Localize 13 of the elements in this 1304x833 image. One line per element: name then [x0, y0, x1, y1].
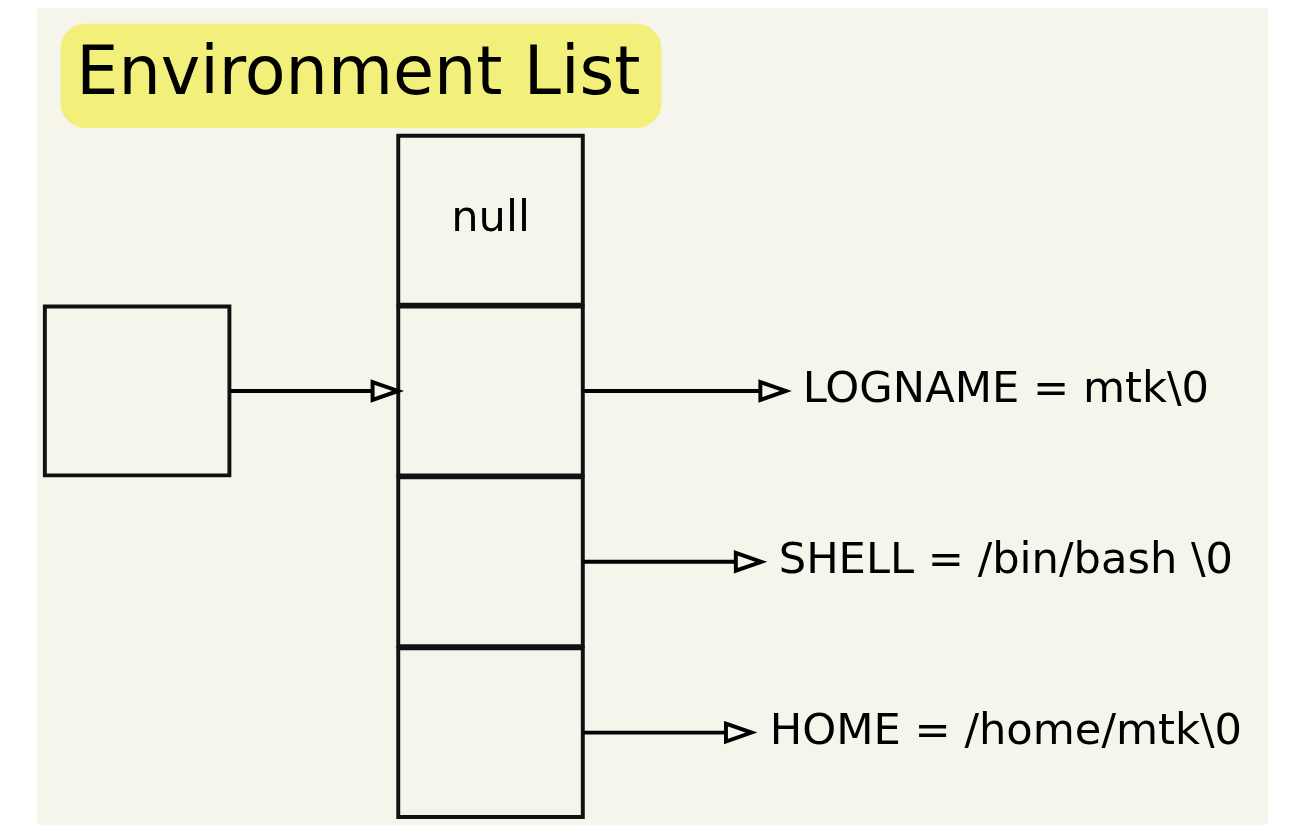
node-box	[395, 646, 585, 819]
node-text: LOGNAME = mtk\0	[802, 361, 1209, 412]
node-box	[395, 304, 585, 478]
arrow	[582, 379, 792, 403]
node-text: SHELL = /bin/bash \0	[778, 532, 1233, 583]
arrow	[582, 720, 757, 745]
node-box	[395, 475, 585, 649]
node-box: null	[395, 133, 585, 307]
node-text: HOME = /home/mtk\0	[769, 703, 1242, 754]
node-box	[42, 304, 231, 478]
diagram-title: Environment List	[75, 31, 640, 110]
arrow	[229, 379, 404, 403]
arrow	[582, 550, 767, 574]
